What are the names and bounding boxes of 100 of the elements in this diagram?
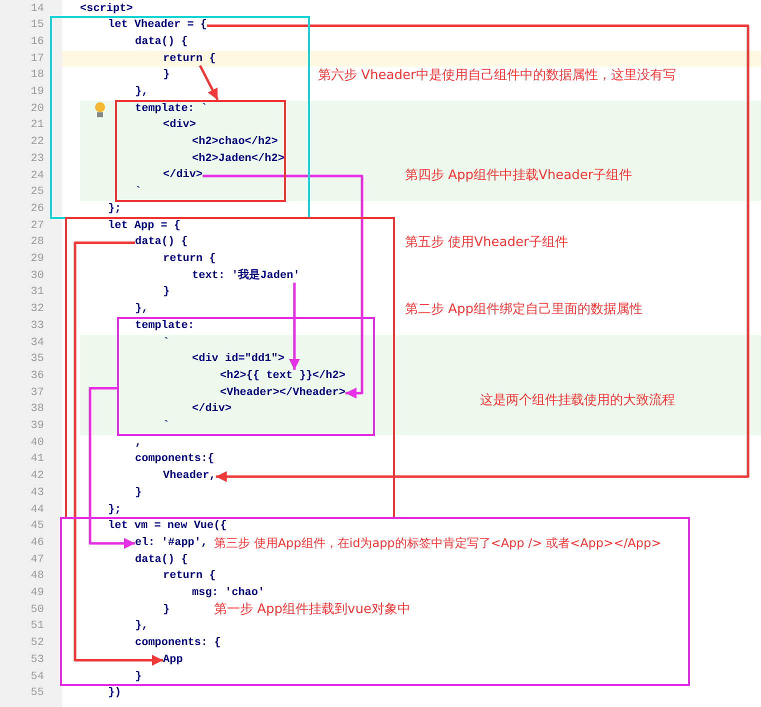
code-line: }; <box>108 202 122 216</box>
line-number: 29 <box>30 253 44 266</box>
line-number: 45 <box>30 520 44 534</box>
code-line: <h2>chao</h2> <box>192 136 278 150</box>
line-number: 39 <box>30 420 44 433</box>
line-number: 23 <box>30 152 44 166</box>
line-number: 49 <box>30 587 44 600</box>
line-number: 30 <box>30 270 44 283</box>
line-number: 22 <box>30 136 44 150</box>
line-number: 37 <box>30 386 44 400</box>
annotation-note: 第二步 App组件绑定自己里面的数据属性 <box>405 302 643 318</box>
line-number: 16 <box>30 36 44 49</box>
line-number: 34 <box>30 336 44 350</box>
annotation-note: 第一步 App组件挂载到vue对象中 <box>214 602 410 618</box>
code-line: ` <box>135 186 142 200</box>
code-line: msg: 'chao' <box>192 587 265 600</box>
line-number: 25 <box>30 186 44 200</box>
code-line: } <box>135 670 142 684</box>
line-number: 54 <box>30 670 44 684</box>
line-number: 18 <box>30 69 44 82</box>
line-number: 40 <box>30 436 44 450</box>
code-line: ` <box>163 420 170 433</box>
code-line: let App = { <box>108 220 181 233</box>
code-line: } <box>163 69 170 82</box>
line-number: 53 <box>30 654 44 667</box>
code-line: </div> <box>163 169 203 182</box>
arrow <box>74 242 163 666</box>
code-line: App <box>163 654 183 667</box>
line-number: 14 <box>30 2 44 16</box>
annotation-note: 第三步 使用App组件，在id为app的标签中肯定写了<App /> 或者<App></App> <box>214 535 662 552</box>
code-line: let vm = new Vue({ <box>108 520 227 534</box>
line-number: 19 <box>30 86 44 99</box>
code-line: text: '我是Jaden' <box>192 270 300 283</box>
code-line: data() { <box>135 36 188 49</box>
code-line: template: <box>135 320 194 333</box>
code-line: <div> <box>163 119 196 132</box>
line-number: 42 <box>30 470 44 484</box>
code-line: components:{ <box>135 453 214 466</box>
code-line: data() { <box>135 236 188 250</box>
code-line: Vheader, <box>163 470 216 484</box>
annotation-note: 第五步 使用Vheader子组件 <box>405 234 568 251</box>
line-number: 46 <box>30 536 44 550</box>
line-number: 48 <box>30 570 44 584</box>
code-line: <div id="dd1"> <box>192 353 284 366</box>
line-number: 44 <box>30 504 44 516</box>
code-line: } <box>135 486 142 500</box>
line-number: 50 <box>30 604 44 617</box>
code-line: ` <box>163 336 170 350</box>
code-line: }, <box>135 620 148 634</box>
code-line: } <box>163 604 170 617</box>
code-line: }, <box>135 86 148 99</box>
line-number: 20 <box>30 102 44 116</box>
line-number: 32 <box>30 303 44 316</box>
line-number: 26 <box>30 202 44 216</box>
line-number: 21 <box>30 119 44 132</box>
line-number: 52 <box>30 637 44 650</box>
line-number: 27 <box>30 220 44 233</box>
line-number: 24 <box>30 170 44 182</box>
line-number: 33 <box>30 320 44 333</box>
line-number: 17 <box>30 52 44 66</box>
highlight-frame <box>50 16 310 219</box>
line-number: 47 <box>30 554 44 567</box>
code-line: <h2>Jaden</h2> <box>192 152 284 166</box>
code-line: return { <box>163 570 216 584</box>
arrow <box>207 24 750 482</box>
line-number: 43 <box>30 486 44 500</box>
annotation-note: 这是两个组件挂载使用的大致流程 <box>480 393 675 410</box>
line-number: 31 <box>30 286 44 300</box>
code-line: data() { <box>135 554 188 567</box>
code-line: , <box>135 436 142 450</box>
arrow <box>288 282 300 370</box>
code-line: return { <box>163 52 216 66</box>
annotation-note: 第六步 Vheader中是使用自己组件中的数据属性，这里没有写 <box>318 68 676 84</box>
line-number: 38 <box>30 403 44 416</box>
annotation-note: 第四步 App组件中挂载Vheader子组件 <box>405 168 632 184</box>
code-line: </div> <box>192 403 232 416</box>
code-line: let Vheader = { <box>108 19 208 32</box>
highlight-frame <box>115 100 286 202</box>
highlight-frame <box>117 316 375 436</box>
code-line: components: { <box>135 637 221 650</box>
code-line: }) <box>108 687 122 700</box>
line-number: 51 <box>30 620 44 634</box>
code-line: el: '#app', <box>135 536 208 550</box>
line-number: 36 <box>30 370 44 383</box>
code-line: <script> <box>80 2 133 16</box>
line-number: 55 <box>30 687 44 700</box>
arrow <box>202 174 364 399</box>
highlight-frame <box>60 517 690 686</box>
line-number: 35 <box>30 353 44 366</box>
code-line: } <box>163 286 170 300</box>
code-line: }, <box>135 303 148 316</box>
line-number: 28 <box>30 236 44 250</box>
line-number: 41 <box>30 453 44 466</box>
highlight-frame <box>65 216 395 520</box>
line-number: 15 <box>30 19 44 32</box>
code-line: }; <box>108 504 122 516</box>
code-line: return { <box>163 253 216 266</box>
arrow <box>198 65 219 100</box>
code-line: template: ` <box>135 102 208 116</box>
code-line: <Vheader></Vheader> <box>220 386 346 400</box>
